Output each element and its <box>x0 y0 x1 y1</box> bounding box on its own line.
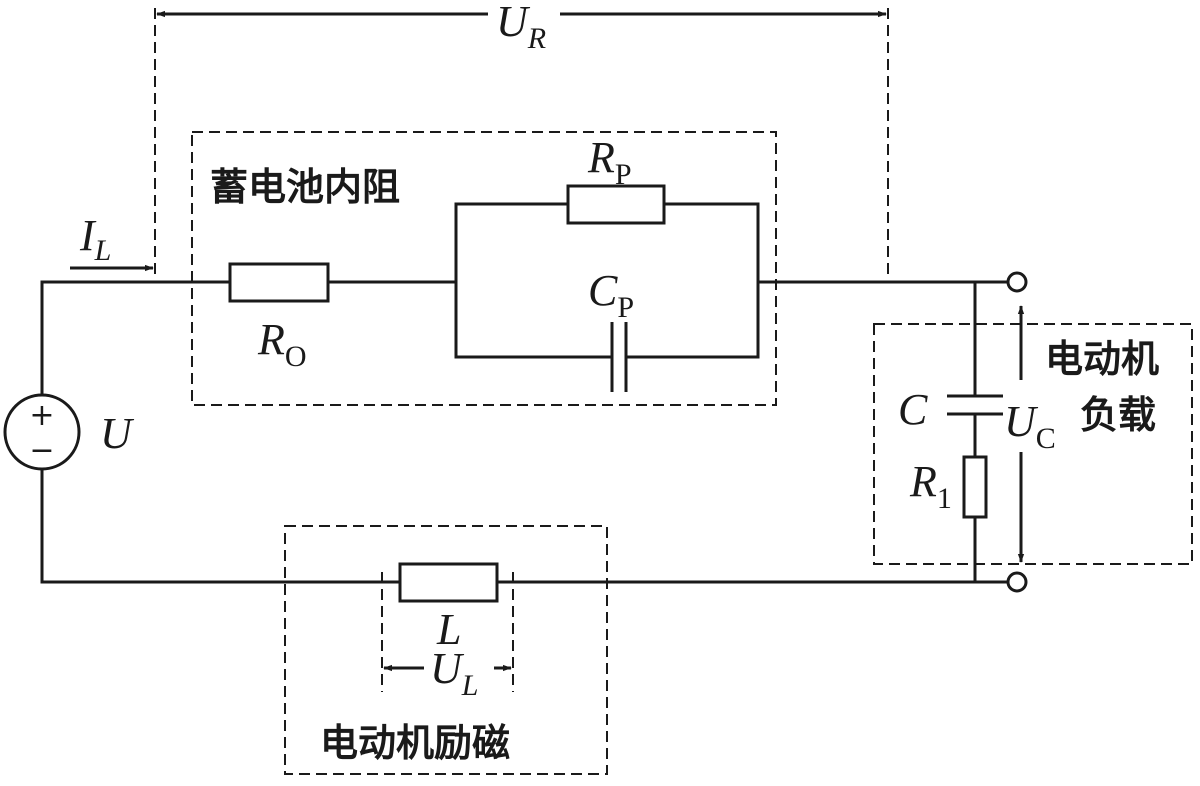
ur-measurement: UR <box>154 0 889 280</box>
capacitor-c <box>947 394 1003 416</box>
ul-label-bg <box>424 646 494 692</box>
wire-bottom-left <box>40 469 400 584</box>
voltage-source: + − <box>3 393 81 471</box>
output-terminal-bottom <box>1006 571 1028 593</box>
resistor-ro <box>228 262 330 303</box>
inductor-l <box>398 562 499 603</box>
wires <box>40 202 1008 584</box>
ul-measurement: UL <box>381 572 514 702</box>
motor-excitation-group <box>284 525 608 775</box>
motor-excitation-label: 电动机励磁 <box>320 721 510 765</box>
ul-label: UL <box>430 644 478 702</box>
ro-label: RO <box>257 315 307 373</box>
uc-label: UC <box>1004 397 1056 455</box>
resistor-r1 <box>962 455 988 519</box>
motor-load-group <box>873 323 1193 565</box>
ur-label-bg <box>488 0 560 52</box>
current-label: IL <box>79 211 111 267</box>
voltage-source-circle <box>3 393 81 471</box>
wire-cp-right <box>626 282 760 359</box>
ur-label: UR <box>496 0 546 55</box>
output-terminal-top <box>1006 271 1028 293</box>
motor-load-label-line2: 负载 <box>1080 393 1156 437</box>
battery-internal-resistance-group <box>191 131 777 406</box>
resistor-rp <box>566 184 666 225</box>
cp-label: CP <box>588 266 634 324</box>
wire-cp-left <box>454 282 612 359</box>
battery-internal-resistance-label: 蓄电池内阻 <box>210 165 400 209</box>
source-voltage-label: U <box>100 409 135 458</box>
wire-top-left <box>40 280 230 395</box>
motor-load-label-line1: 电动机 <box>1045 337 1159 381</box>
wire-rp-right <box>664 202 760 282</box>
capacitor-cp <box>610 322 628 392</box>
r1-label: R1 <box>909 457 952 515</box>
minus-sign: − <box>29 433 54 468</box>
c-label: C <box>898 385 928 434</box>
plus-sign: + <box>29 398 54 433</box>
wire-rp-left <box>454 202 568 282</box>
l-label: L <box>436 605 461 654</box>
rp-label: RP <box>587 133 632 191</box>
